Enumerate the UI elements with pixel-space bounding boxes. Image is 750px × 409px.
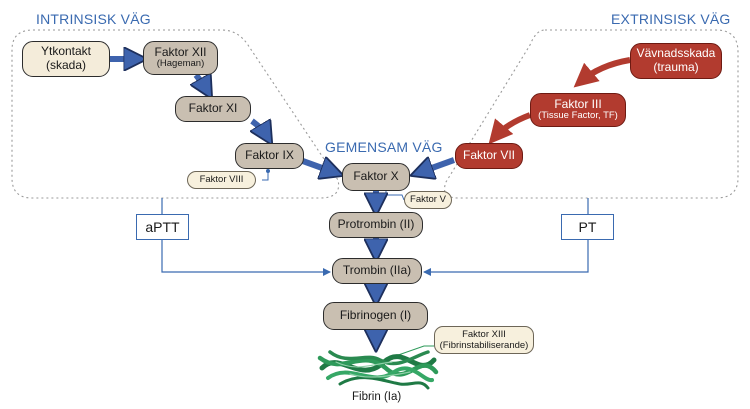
node-fibrinogen: Fibrinogen (I)	[323, 302, 428, 330]
node-factor-ix: Faktor IX	[235, 143, 304, 169]
intrinsic-pathway-title: INTRINSISK VÄG	[36, 11, 151, 27]
cofactor-f5-label: Faktor V	[410, 194, 446, 206]
test-aptt-box: aPTT	[136, 214, 189, 240]
cofactor-f13-line2: (Fibrinstabiliserande)	[439, 340, 529, 351]
f8-link-line	[262, 172, 269, 181]
extrinsic-region-outline	[443, 29, 739, 199]
fibrin-label: Fibrin (Ia)	[352, 391, 402, 403]
cofactor-factor-xiii: Faktor XIII (Fibrinstabiliserande)	[434, 326, 534, 354]
node-tissue-damage: Vävnadsskada (trauma)	[630, 43, 722, 79]
arrow-f3-to-f7	[488, 112, 532, 145]
node-f10-label: Faktor X	[353, 169, 399, 184]
arrow-f12-to-f11	[196, 75, 208, 92]
test-pt-label: PT	[578, 219, 597, 235]
fibrin-mesh-icon	[317, 350, 439, 390]
aptt-to-thrombin-line	[161, 240, 331, 276]
test-pt-box: PT	[561, 214, 614, 240]
extrinsic-pathway-title: EXTRINSISK VÄG	[611, 11, 731, 27]
cofactor-factor-viii: Faktor VIII	[187, 171, 256, 189]
common-pathway-title: GEMENSAM VÄG	[325, 139, 443, 155]
node-f11-label: Faktor XI	[188, 101, 238, 116]
node-thrombin-label: Trombin (IIa)	[342, 263, 412, 278]
node-f3-line1: Faktor III	[554, 96, 602, 111]
cofactor-f8-label: Faktor VIII	[199, 174, 244, 186]
node-factor-xii: Faktor XII (Hageman)	[143, 41, 218, 75]
node-factor-xi: Faktor XI	[175, 96, 251, 122]
node-f12-line1: Faktor XII	[154, 44, 207, 59]
arrow-f11-to-f9	[252, 121, 268, 138]
node-factor-iii: Faktor III (Tissue Factor, TF)	[530, 93, 626, 127]
node-prothrombin: Protrombin (II)	[329, 212, 423, 238]
node-f9-label: Faktor IX	[245, 148, 294, 163]
node-f12-line2: (Hageman)	[156, 58, 205, 70]
arrow-tissue-damage-to-f3	[573, 57, 631, 88]
arrow-f7-to-f10	[418, 160, 456, 173]
node-factor-x: Faktor X	[342, 163, 410, 191]
node-factor-vii: Faktor VII	[455, 143, 523, 169]
arrow-f9-to-f10	[298, 160, 336, 173]
cofactor-factor-v: Faktor V	[404, 191, 452, 209]
node-contact-line1: Ytkontakt	[40, 44, 92, 59]
test-aptt-label: aPTT	[145, 219, 180, 235]
node-tissue-line2: (trauma)	[653, 60, 699, 74]
f8-link-dot	[266, 169, 270, 173]
cofactor-f13-line1: Faktor XIII	[462, 328, 506, 340]
node-contact-line2: (skada)	[45, 58, 86, 72]
node-tissue-line1: Vävnadsskada	[636, 46, 716, 61]
node-prothrombin-label: Protrombin (II)	[337, 217, 415, 232]
node-thrombin: Trombin (IIa)	[332, 258, 422, 284]
node-f7-label: Faktor VII	[462, 148, 515, 163]
node-f3-line2: (Tissue Factor, TF)	[538, 110, 618, 122]
node-contact-activation: Ytkontakt (skada)	[22, 41, 110, 77]
pt-to-thrombin-line	[423, 240, 589, 276]
node-fibrinogen-label: Fibrinogen (I)	[339, 308, 412, 323]
